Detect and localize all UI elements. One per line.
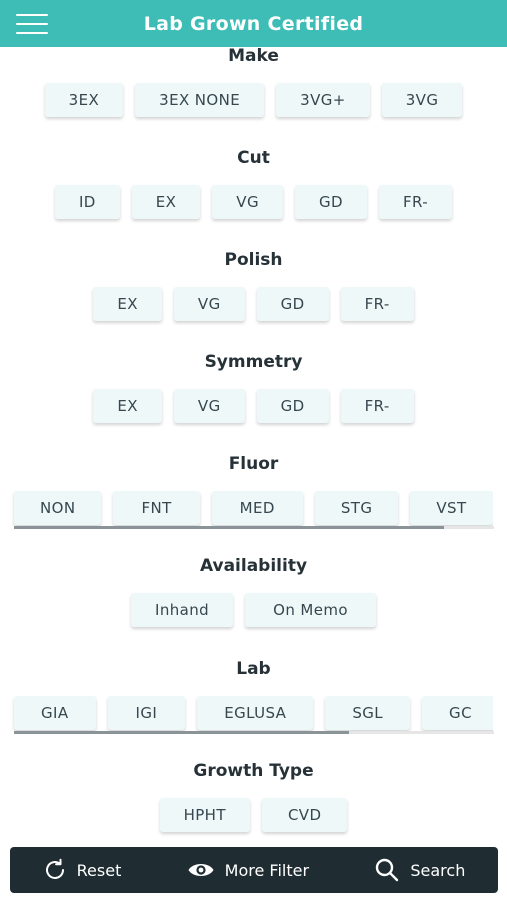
bottom-action-bar: Reset More Filter Search (10, 847, 498, 893)
section-make: Make 3EX 3EX NONE 3VG+ 3VG (0, 45, 507, 121)
section-title: Lab (236, 659, 271, 679)
chip-scroll-group[interactable]: GIA IGI EGLUSA SGL GC (0, 696, 493, 732)
chip-vg[interactable]: VG (173, 389, 245, 423)
chip-3vg-plus[interactable]: 3VG+ (276, 83, 370, 117)
scrollbar-thumb[interactable] (14, 731, 349, 734)
horizontal-scrollbar[interactable] (14, 731, 494, 734)
section-cut: Cut ID EX VG GD FR- (0, 147, 507, 223)
chip-ex[interactable]: EX (131, 185, 201, 219)
section-title: Availability (199, 556, 308, 576)
chip-group: ID EX VG GD FR- (0, 185, 507, 221)
chip-sgl[interactable]: SGL (325, 696, 411, 730)
chip-vg[interactable]: VG (212, 185, 283, 219)
section-title: Cut (237, 148, 270, 168)
chip-gd[interactable]: GD (256, 287, 329, 321)
chip-gc[interactable]: GC (422, 696, 493, 730)
refresh-icon (45, 858, 64, 879)
chip-group: 3EX 3EX NONE 3VG+ 3VG (0, 83, 507, 119)
section-growth-type: Growth Type HPHT CVD (0, 760, 507, 836)
chip-3vg[interactable]: 3VG (381, 83, 463, 117)
chip-eglusa[interactable]: EGLUSA (197, 696, 314, 730)
chip-fr-minus[interactable]: FR- (340, 287, 414, 321)
chip-id[interactable]: ID (54, 185, 120, 219)
search-button[interactable]: Search (374, 857, 465, 883)
section-title: Polish (224, 250, 283, 270)
section-polish: Polish EX VG GD FR- (0, 249, 507, 325)
chip-med[interactable]: MED (211, 491, 303, 525)
more-filter-label: More Filter (224, 860, 310, 880)
section-symmetry: Symmetry EX VG GD FR- (0, 351, 507, 427)
hamburger-menu-icon[interactable] (16, 14, 48, 34)
chip-fnt[interactable]: FNT (113, 491, 200, 525)
chip-non[interactable]: NON (14, 491, 102, 525)
section-title: Symmetry (204, 352, 303, 372)
chip-stg[interactable]: STG (314, 491, 399, 525)
section-title: Growth Type (193, 761, 314, 781)
chip-group: EX VG GD FR- (0, 287, 507, 323)
chip-inhand[interactable]: Inhand (131, 593, 234, 627)
chip-group: Inhand On Memo (0, 593, 507, 629)
chip-fr-minus[interactable]: FR- (378, 185, 453, 219)
section-lab: Lab GIA IGI EGLUSA SGL GC (0, 658, 507, 734)
eye-icon (188, 864, 214, 876)
chip-ex[interactable]: EX (93, 389, 162, 423)
chip-group: HPHT CVD (0, 798, 507, 834)
page-title: Lab Grown Certified (143, 12, 364, 35)
chip-on-memo[interactable]: On Memo (245, 593, 376, 627)
chip-vg[interactable]: VG (173, 287, 245, 321)
chip-fr-minus[interactable]: FR- (340, 389, 414, 423)
reset-label: Reset (76, 860, 122, 880)
chip-ex[interactable]: EX (93, 287, 162, 321)
chip-3ex-none[interactable]: 3EX NONE (135, 83, 265, 117)
chip-gia[interactable]: GIA (14, 696, 96, 730)
search-label: Search (410, 860, 466, 880)
chip-group: EX VG GD FR- (0, 389, 507, 425)
chip-vst[interactable]: VST (410, 491, 493, 525)
scrollbar-thumb[interactable] (14, 526, 444, 529)
section-title: Make (228, 46, 279, 66)
chip-gd[interactable]: GD (294, 185, 367, 219)
chip-3ex[interactable]: 3EX (44, 83, 124, 117)
chip-hpht[interactable]: HPHT (159, 798, 250, 832)
search-icon (376, 858, 399, 882)
chip-igi[interactable]: IGI (107, 696, 186, 730)
app-header: Lab Grown Certified (0, 0, 507, 47)
chip-scroll-group[interactable]: NON FNT MED STG VST (0, 491, 493, 527)
more-filter-button[interactable]: More Filter (187, 860, 309, 880)
section-fluor: Fluor NON FNT MED STG VST (0, 453, 507, 529)
chip-gd[interactable]: GD (256, 389, 329, 423)
chip-cvd[interactable]: CVD (261, 798, 348, 832)
horizontal-scrollbar[interactable] (14, 526, 494, 529)
section-availability: Availability Inhand On Memo (0, 555, 507, 631)
reset-button[interactable]: Reset (43, 858, 122, 882)
section-title: Fluor (228, 454, 279, 474)
